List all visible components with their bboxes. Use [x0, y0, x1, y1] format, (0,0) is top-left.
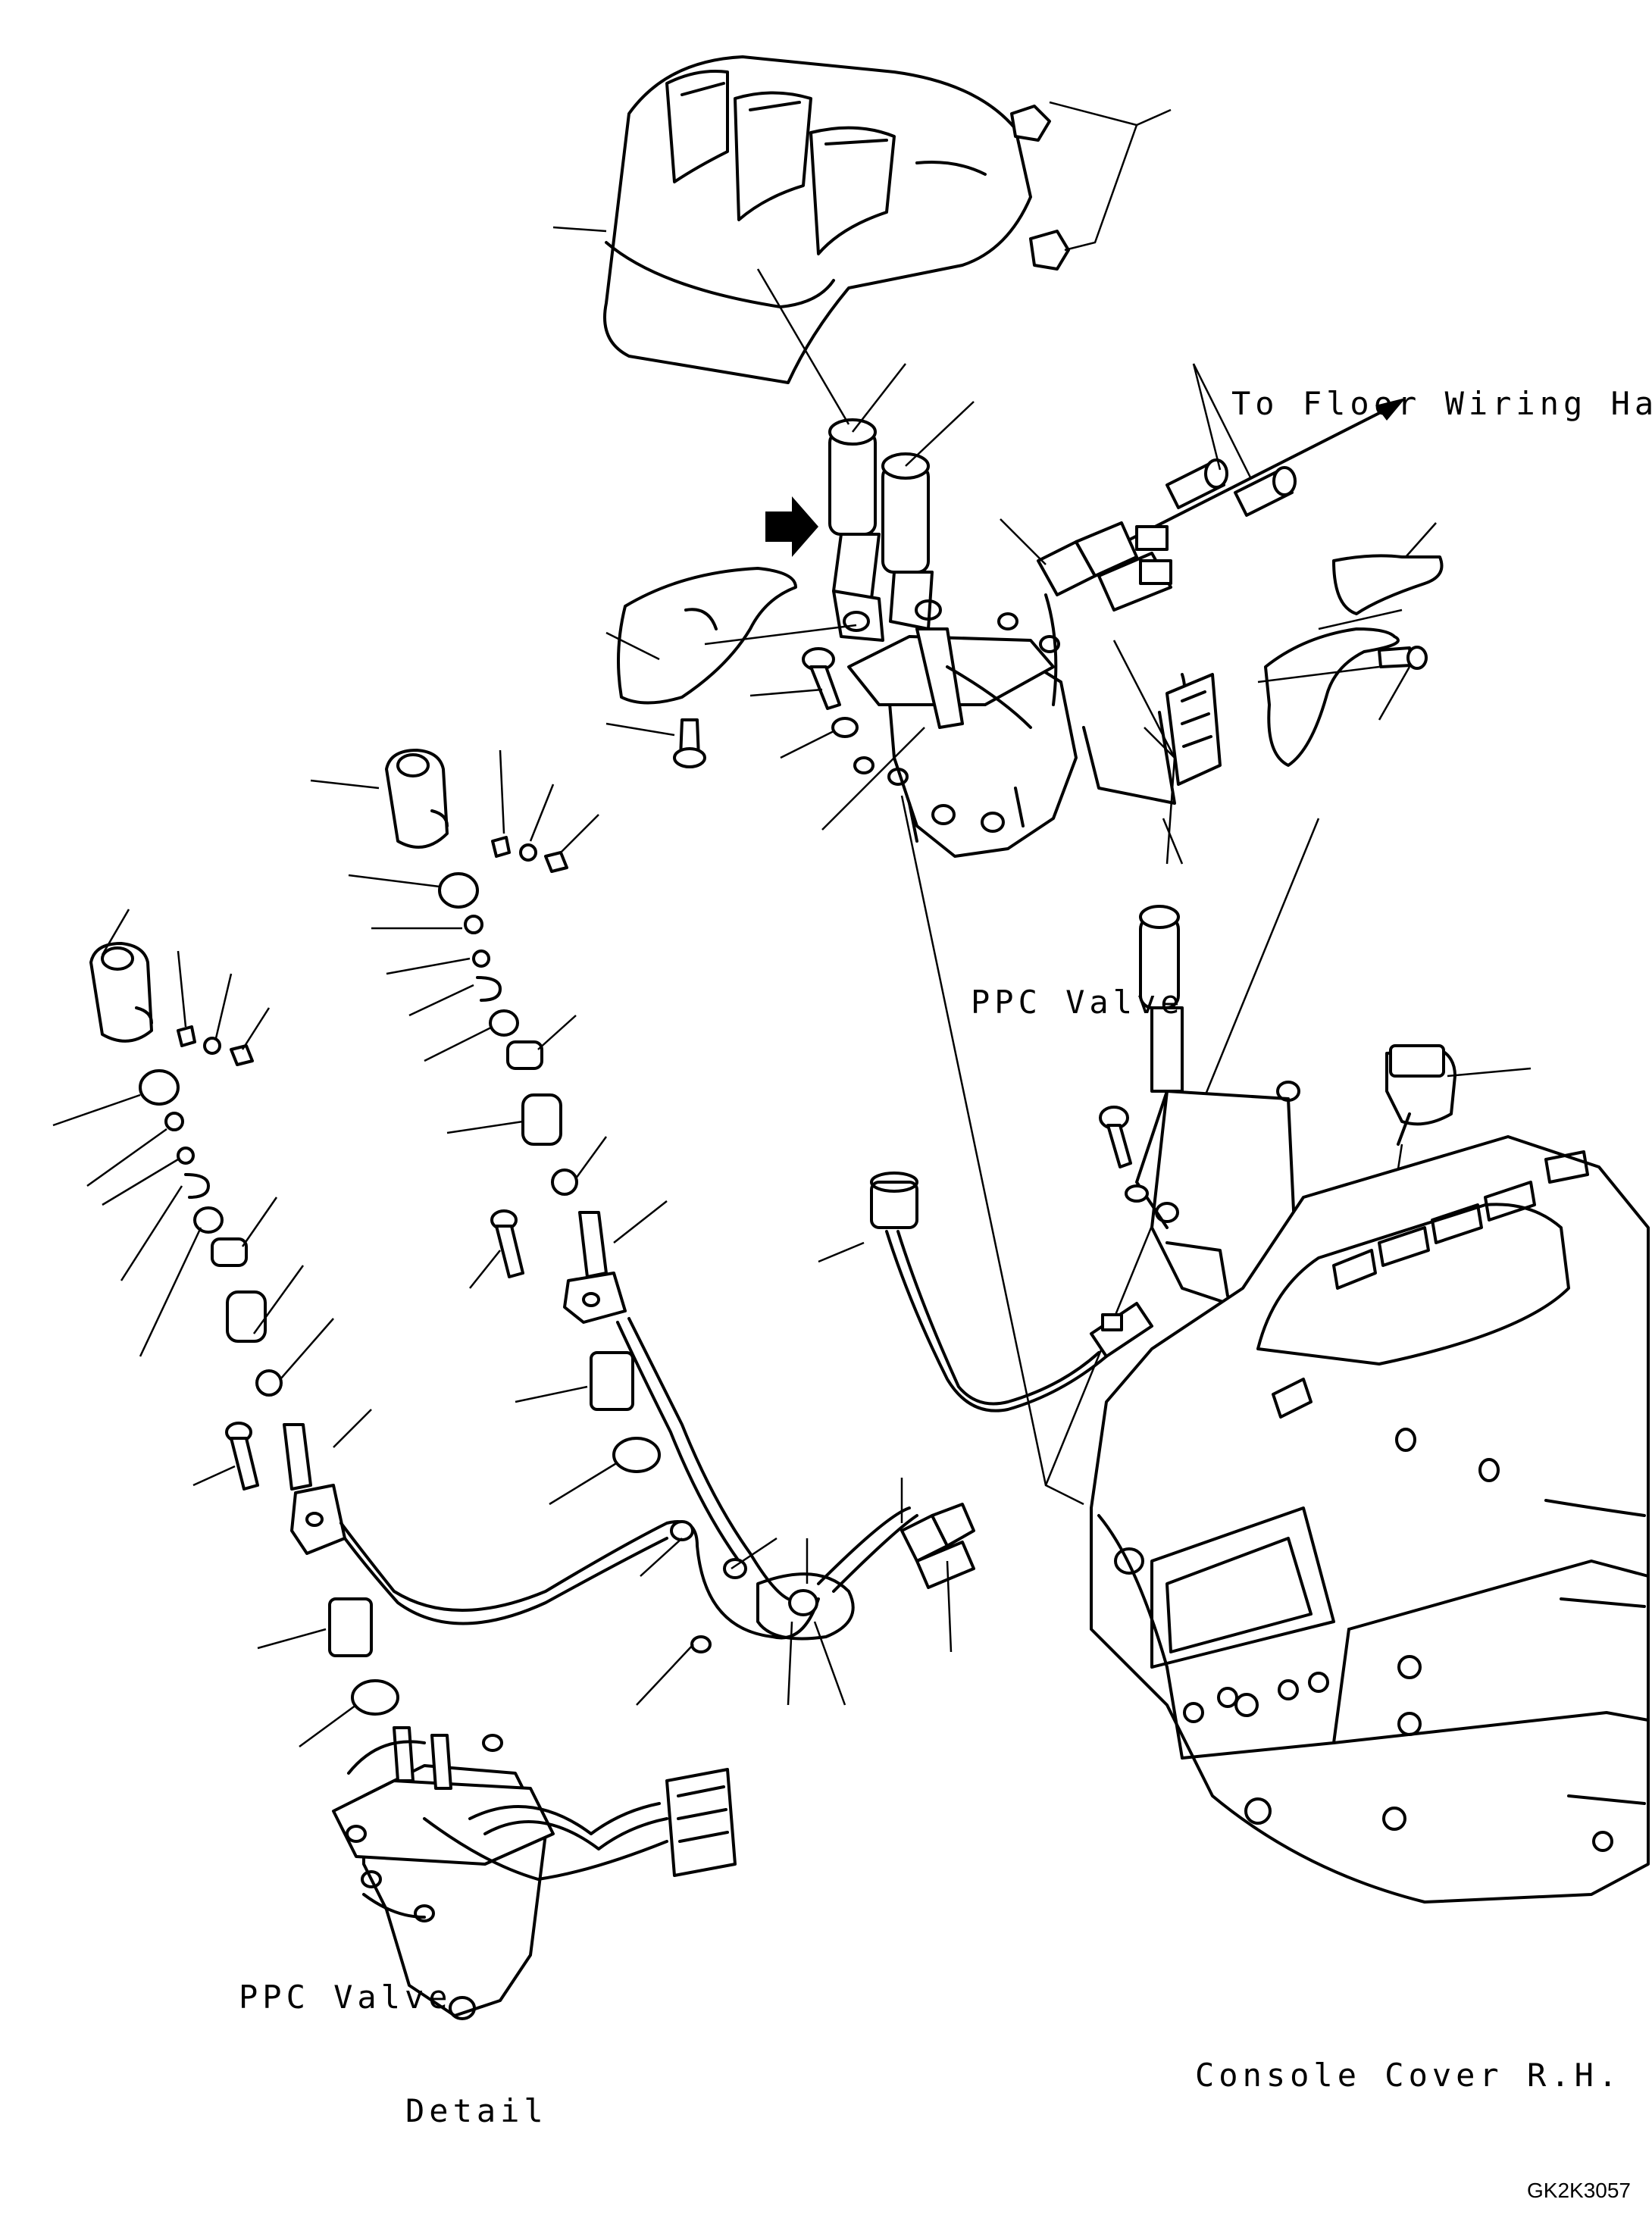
terminal-block-main	[1165, 673, 1222, 786]
console-switch	[1385, 1044, 1456, 1146]
o-ring-1	[489, 1009, 519, 1037]
detail-exploded-view	[52, 749, 1153, 2020]
lever-right-main	[881, 452, 1032, 729]
label-console-cover: Console Cover R.H.	[1195, 2057, 1622, 2094]
lever-guard-right	[1264, 554, 1444, 767]
lever-plate-upper	[563, 1211, 627, 1324]
bushing-1	[438, 872, 479, 909]
ppc-valve-detail	[332, 1726, 668, 2020]
collar-lower	[351, 1679, 399, 1716]
label-detail: Detail	[405, 2092, 548, 2129]
washer-1	[472, 949, 490, 968]
spacer-lower	[328, 1597, 373, 1657]
lever-cover	[603, 55, 1032, 384]
lever-guard-left	[617, 567, 797, 705]
nut-small-1	[464, 915, 483, 934]
wiring-connector-detail	[900, 1503, 975, 1589]
sleeve-1	[506, 1040, 543, 1070]
label-to-floor-wiring-harness: To Floor Wiring Harness	[1231, 385, 1652, 422]
mount-bolt	[802, 647, 841, 710]
label-ppc-valve-detail: PPC Valve	[239, 1979, 452, 2016]
set-screw-lower	[177, 1025, 254, 1066]
guard-screw-left	[673, 718, 706, 768]
detail-switch	[870, 1172, 918, 1229]
secondary-bolt	[1099, 1106, 1132, 1168]
harness-wire-1	[339, 1520, 820, 1640]
washer	[831, 717, 859, 738]
nut-1	[551, 1168, 578, 1196]
label-ppc-valve-main: PPC Valve	[971, 984, 1184, 1021]
bushing-2	[139, 1069, 180, 1106]
washer-2	[177, 1147, 195, 1165]
sleeve-2	[211, 1237, 248, 1267]
harness-wire-2	[627, 1317, 790, 1600]
collar-upper	[612, 1437, 661, 1473]
snap-ring-2	[184, 1173, 210, 1199]
knob-upper	[385, 749, 449, 849]
spring-seat-2	[226, 1290, 267, 1343]
harness-bolt-2	[1234, 466, 1297, 517]
harness-bolt-1	[1165, 458, 1228, 509]
ppc-valve-secondary	[1135, 905, 1300, 1305]
bolt-detail-upper	[490, 1209, 524, 1278]
snap-ring-1	[476, 976, 502, 1002]
drawing-code: GK2K3057	[1527, 2179, 1631, 2202]
set-screw-upper	[491, 836, 568, 873]
guard-screw-right	[1378, 646, 1428, 670]
view-arrow-icon	[765, 496, 818, 557]
cover-cap-lower	[1029, 230, 1070, 271]
cover-cap-upper	[1010, 105, 1051, 142]
o-ring-2	[193, 1206, 224, 1234]
spacer-upper	[590, 1351, 634, 1411]
console-cover-rh	[1090, 1135, 1650, 1904]
wiring-connector-main	[1037, 521, 1172, 612]
spring-seat-1	[521, 1093, 562, 1146]
nut-small-2	[164, 1112, 184, 1131]
knob-lower	[89, 942, 153, 1043]
lever-plate-lower	[283, 1423, 346, 1555]
switch-plug	[1090, 1302, 1153, 1358]
ppc-valve-main	[847, 612, 1078, 858]
terminal-block-detail	[665, 1768, 737, 1877]
harness-arrow-icon	[1375, 398, 1406, 421]
harness-loop	[756, 1572, 855, 1641]
lever-left-main	[828, 418, 884, 642]
nut-2	[255, 1369, 283, 1397]
bolt-detail-lower	[225, 1422, 259, 1491]
